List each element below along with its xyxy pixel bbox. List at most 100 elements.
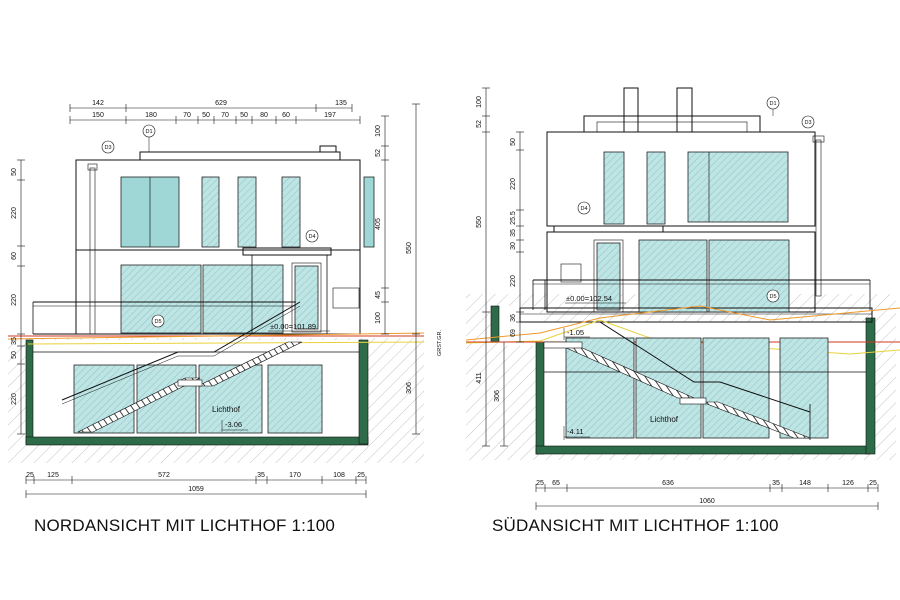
south-dim-bottom-2 bbox=[535, 502, 879, 510]
north-dim-right-2 bbox=[412, 103, 420, 435]
svg-text:70: 70 bbox=[221, 112, 229, 119]
svg-text:30: 30 bbox=[510, 242, 517, 250]
south-room-label: Lichthof bbox=[650, 415, 679, 424]
north-ground-label: GRST.GR. bbox=[437, 330, 443, 356]
svg-text:50: 50 bbox=[240, 112, 248, 119]
south-pit-wall-right bbox=[865, 317, 876, 455]
svg-text:220: 220 bbox=[510, 275, 517, 287]
svg-text:60: 60 bbox=[11, 252, 18, 260]
svg-text:1059: 1059 bbox=[188, 486, 204, 493]
south-roof-parapet bbox=[583, 115, 761, 133]
svg-text:411: 411 bbox=[476, 372, 483, 383]
south-window-slim-2 bbox=[646, 151, 666, 225]
south-elevation: D1 D3 D4 D5 ±0.00=102.54 -1.05 -4.11 Lic… bbox=[465, 87, 900, 510]
svg-text:100: 100 bbox=[375, 312, 382, 324]
north-elevation: D1 D3 D4 D5 ±0.00=101.89 -3.06 Lichthof … bbox=[7, 100, 443, 498]
svg-text:220: 220 bbox=[11, 207, 18, 219]
svg-text:25: 25 bbox=[536, 480, 544, 487]
north-entrance-canopy bbox=[242, 247, 332, 256]
south-canopy bbox=[553, 225, 664, 233]
south-dim-bottom-1 bbox=[535, 484, 879, 492]
north-tag-d1: D1 bbox=[142, 124, 156, 152]
svg-text:25: 25 bbox=[357, 472, 365, 479]
svg-text:405: 405 bbox=[375, 218, 382, 230]
svg-text:306: 306 bbox=[406, 382, 413, 394]
north-level-lower: -3.06 bbox=[225, 420, 242, 429]
south-pit-window-1 bbox=[565, 337, 635, 439]
svg-text:52: 52 bbox=[375, 149, 382, 157]
north-room-label: Lichthof bbox=[212, 405, 241, 414]
south-pit-wall-left bbox=[535, 341, 545, 455]
svg-text:50: 50 bbox=[202, 112, 210, 119]
svg-text:220: 220 bbox=[11, 393, 18, 405]
north-dim-top-1 bbox=[69, 104, 353, 112]
svg-text:D5: D5 bbox=[769, 294, 776, 300]
north-roof-parapet bbox=[139, 151, 341, 161]
svg-text:25: 25 bbox=[869, 480, 877, 487]
svg-text:69: 69 bbox=[510, 329, 517, 337]
south-level-lower: -4.11 bbox=[567, 427, 584, 436]
north-stair-lower bbox=[77, 377, 201, 433]
svg-text:70: 70 bbox=[183, 112, 191, 119]
svg-text:148: 148 bbox=[799, 480, 811, 487]
svg-text:35: 35 bbox=[772, 480, 780, 487]
svg-text:629: 629 bbox=[215, 100, 227, 107]
north-window-slim-1 bbox=[201, 176, 220, 248]
north-pit-wall-right bbox=[358, 339, 369, 445]
north-level-upper: ±0.00=101.89 bbox=[270, 322, 316, 331]
south-level-mid: -1.05 bbox=[567, 328, 584, 337]
north-pit-floor bbox=[25, 436, 369, 446]
svg-text:D3: D3 bbox=[104, 145, 111, 151]
svg-text:108: 108 bbox=[333, 472, 345, 479]
svg-text:50: 50 bbox=[11, 351, 18, 359]
svg-text:50: 50 bbox=[11, 168, 18, 176]
north-pit-window-4 bbox=[267, 364, 323, 434]
north-window-slim-3 bbox=[281, 176, 301, 248]
svg-text:572: 572 bbox=[158, 472, 170, 479]
south-downpipe bbox=[815, 139, 822, 297]
south-door bbox=[596, 242, 621, 311]
north-window-slim-2 bbox=[237, 176, 257, 248]
north-downpipe bbox=[89, 167, 96, 335]
svg-text:220: 220 bbox=[11, 294, 18, 306]
svg-text:125: 125 bbox=[47, 472, 59, 479]
svg-text:80: 80 bbox=[260, 112, 268, 119]
north-window-side bbox=[363, 176, 375, 248]
svg-text:25: 25 bbox=[26, 472, 34, 479]
south-tag-d4: D4 bbox=[577, 201, 591, 215]
svg-text:60: 60 bbox=[282, 112, 290, 119]
svg-text:D1: D1 bbox=[145, 129, 152, 135]
north-dim-top-2 bbox=[69, 116, 361, 124]
north-caption: NORDANSICHT MIT LICHTHOF 1:100 bbox=[34, 516, 336, 535]
south-window-lower-2 bbox=[708, 239, 790, 313]
north-window-lower-2 bbox=[202, 264, 284, 334]
south-dim-left bbox=[482, 87, 524, 447]
svg-text:35: 35 bbox=[11, 337, 18, 345]
svg-text:50: 50 bbox=[510, 138, 517, 146]
south-pit-window-4 bbox=[779, 337, 829, 439]
south-window-lower-1 bbox=[638, 239, 708, 313]
north-dim-bottom-2 bbox=[25, 490, 367, 498]
south-chimney-2 bbox=[676, 87, 693, 133]
svg-text:100: 100 bbox=[375, 125, 382, 137]
south-caption: SÜDANSICHT MIT LICHTHOF 1:100 bbox=[492, 516, 779, 535]
svg-text:636: 636 bbox=[662, 480, 674, 487]
svg-text:45: 45 bbox=[375, 291, 382, 299]
svg-text:25.5: 25.5 bbox=[510, 211, 517, 225]
svg-text:142: 142 bbox=[92, 100, 104, 107]
svg-text:36: 36 bbox=[510, 314, 517, 322]
north-dim-right-1 bbox=[381, 115, 389, 335]
north-dim-bottom-1 bbox=[25, 476, 367, 484]
svg-text:550: 550 bbox=[406, 242, 413, 254]
south-upper-body bbox=[546, 131, 816, 227]
svg-text:1060: 1060 bbox=[699, 498, 715, 505]
svg-text:100: 100 bbox=[476, 96, 483, 108]
svg-text:126: 126 bbox=[842, 480, 854, 487]
north-stair-handrail bbox=[61, 301, 301, 401]
svg-text:D4: D4 bbox=[580, 206, 587, 212]
svg-text:135: 135 bbox=[335, 100, 347, 107]
north-stair-upper bbox=[197, 341, 303, 387]
south-stair-handrail bbox=[599, 321, 811, 413]
south-level-upper: ±0.00=102.54 bbox=[566, 294, 612, 303]
